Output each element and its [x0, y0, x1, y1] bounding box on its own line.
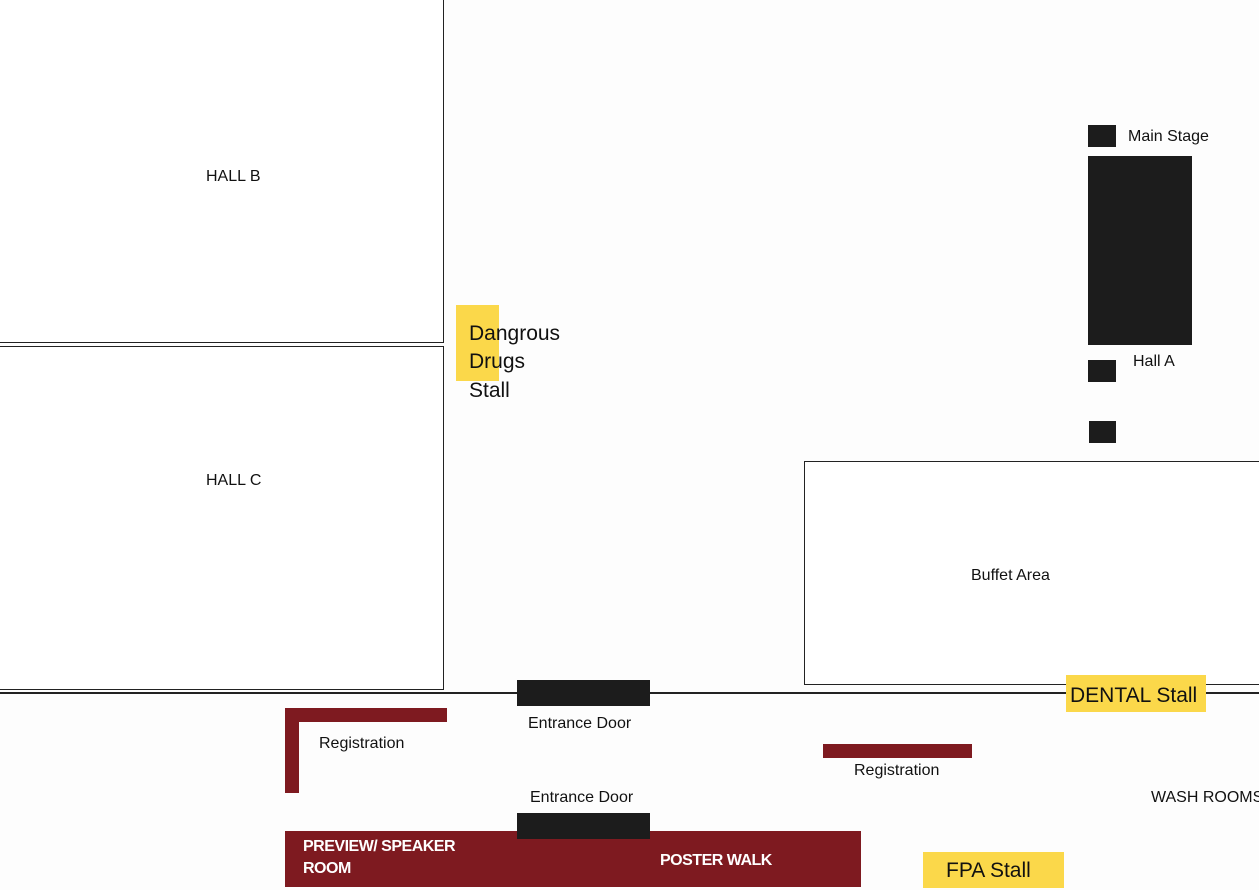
registration-right-label: Registration — [854, 762, 940, 779]
hall-a-marker-1 — [1088, 360, 1116, 382]
hall-b-room — [0, 0, 444, 343]
entrance-door-bottom-label: Entrance Door — [530, 789, 634, 806]
fpa-stall-marker — [923, 852, 1064, 888]
dental-stall-marker — [1066, 675, 1206, 712]
fpa-stall-label: FPA Stall — [946, 859, 1031, 882]
main-stage-label: Main Stage — [1128, 128, 1209, 145]
wash-rooms-label: WASH ROOMS — [1151, 789, 1259, 806]
buffet-area-label: Buffet Area — [971, 567, 1050, 584]
entrance-door-top-label: Entrance Door — [528, 715, 632, 732]
registration-left-counter-h — [285, 708, 447, 722]
main-stage-block — [1088, 156, 1192, 345]
preview-speaker-room-label-2: ROOM — [303, 860, 351, 877]
hall-c-room — [0, 346, 444, 690]
buffet-area-room — [804, 461, 1259, 685]
hall-a-marker-2 — [1089, 421, 1116, 443]
main-stage-marker — [1088, 125, 1116, 147]
dangerous-drugs-label-1: Dangrous — [469, 322, 561, 345]
dental-stall-label: DENTAL Stall — [1070, 684, 1198, 707]
dangerous-drugs-stall-marker — [456, 305, 499, 381]
hall-c-label: HALL C — [206, 472, 262, 489]
preview-speaker-room-label-1: PREVIEW/ SPEAKER — [303, 838, 456, 855]
registration-right-counter — [823, 744, 972, 758]
entrance-door-bottom — [517, 813, 650, 839]
registration-left-label: Registration — [319, 735, 405, 752]
hall-b-label: HALL B — [206, 168, 261, 185]
registration-left-counter-v — [285, 708, 299, 793]
hall-a-label: Hall A — [1133, 353, 1175, 370]
entrance-door-top — [517, 680, 650, 706]
dangerous-drugs-label-2: Drugs — [469, 350, 526, 373]
poster-walk-bar — [285, 831, 861, 887]
dangerous-drugs-label-3: Stall — [469, 379, 510, 402]
poster-walk-label: POSTER WALK — [660, 852, 772, 869]
